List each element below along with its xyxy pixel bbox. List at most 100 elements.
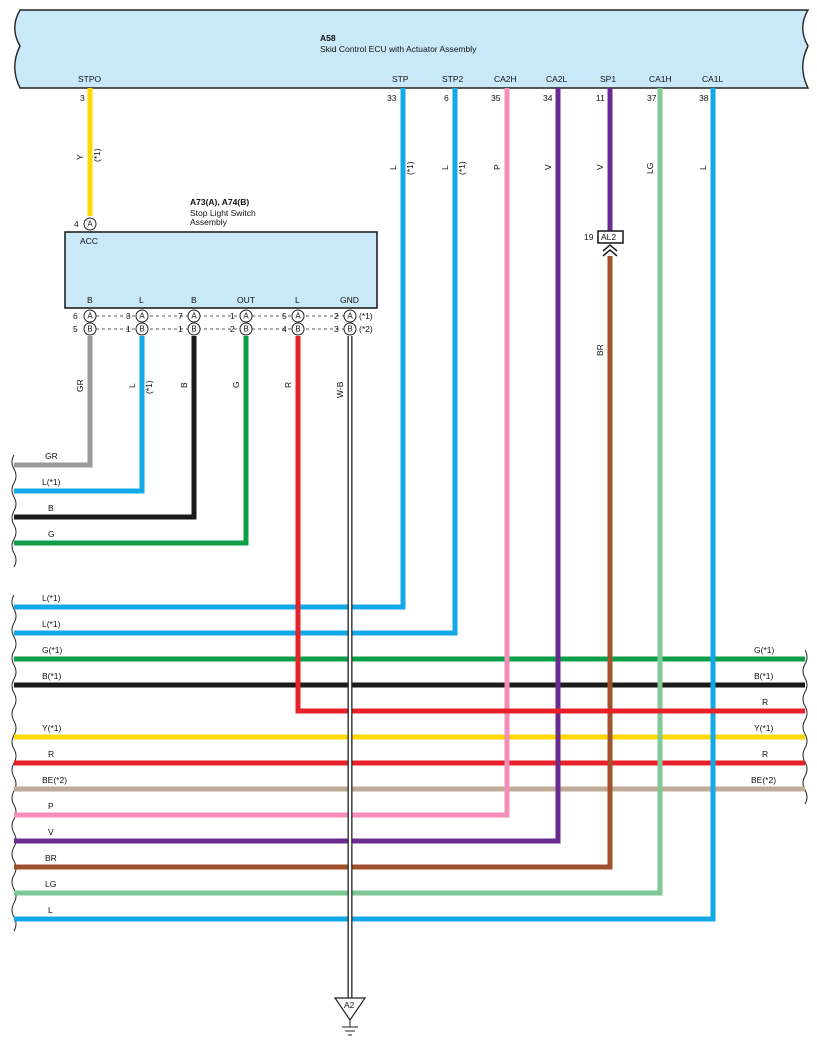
wire-stp [14, 88, 406, 610]
connector-a-3: A7 [178, 309, 201, 323]
wire-label-sw-r: R [283, 382, 293, 388]
bus-left-label-2: L(*1) [42, 619, 61, 629]
stop-light-switch: A73(A), A74(B) Stop Light Switch Assembl… [64, 197, 378, 309]
left-label-g: G [48, 529, 55, 539]
ecu-pin-label-ca1h: CA1H [649, 74, 672, 84]
switch-wires [14, 336, 805, 998]
switch-pin-label-b1: B [87, 295, 93, 305]
left-label-gr: GR [45, 451, 58, 461]
bus-left-label-10: V [48, 827, 54, 837]
svg-text:1: 1 [126, 324, 131, 334]
bus-right-label-6: Y(*1) [754, 723, 774, 733]
wire-label-stpo: Y [75, 154, 85, 160]
bus-right-label-7: R [762, 749, 768, 759]
switch-codes: A73(A), A74(B) [190, 197, 249, 207]
ecu-pin-number-stp2: 6 [444, 93, 449, 103]
svg-text:B: B [243, 325, 248, 334]
switch-pin-label-l2: L [295, 295, 300, 305]
bus-left-label-3: G(*1) [42, 645, 62, 655]
ground-code: A2 [344, 1000, 355, 1010]
bus-left-label-11: BR [45, 853, 57, 863]
wire-label-sw-l: L [127, 383, 137, 388]
al2-pin: 19 [584, 232, 594, 242]
svg-text:A: A [139, 312, 145, 321]
wire-sw-l [14, 336, 145, 494]
bus-right-label-4: B(*1) [754, 671, 774, 681]
wire-ca2h [14, 88, 510, 818]
svg-text:6: 6 [73, 311, 78, 321]
svg-text:5: 5 [73, 324, 78, 334]
wire-label-sw-gr: GR [75, 379, 85, 392]
svg-text:A: A [347, 312, 353, 321]
acc-pin-number: 4 [74, 219, 79, 229]
bus-left-label-12: LG [45, 879, 56, 889]
ecu-pin-number-sp1: 11 [596, 93, 605, 103]
connector-b-6: B3 [334, 322, 357, 336]
bus-left-label-8: BE(*2) [42, 775, 67, 785]
wire-sw-g [14, 336, 249, 546]
ecu-pin-number-stp: 33 [387, 93, 397, 103]
svg-text:7: 7 [178, 311, 183, 321]
svg-text:1: 1 [178, 324, 183, 334]
acc-connector: A 4 [74, 217, 97, 231]
connector-a-6: A2 [334, 309, 357, 323]
left-wire-labels: GR L(*1) B G [42, 451, 61, 539]
wire-label-sp1: V [595, 164, 605, 170]
ecu-pin-label-stp2: STP2 [442, 74, 464, 84]
vertical-wire-labels: Y (*1) L (*1) L (*1) P V V LG L BR GR L … [75, 148, 708, 398]
switch-name-line2: Assembly [190, 217, 228, 227]
bus-left-label-7: R [48, 749, 54, 759]
bus-left-label-13: L [48, 905, 53, 915]
connector-row-a: A6 A3 A7 A1 A5 A2 (*1) [73, 309, 373, 323]
wire-label-ca2h: P [492, 164, 502, 170]
wire-label-sw-wb: W-B [335, 381, 345, 398]
ecu-pin-label-sp1: SP1 [600, 74, 616, 84]
svg-text:B: B [87, 325, 92, 334]
ecu-name: Skid Control ECU with Actuator Assembly [320, 44, 477, 54]
wire-label-ca2l: V [543, 164, 553, 170]
wire-label-stp: L [388, 165, 398, 170]
svg-text:3: 3 [126, 311, 131, 321]
switch-acc-label: ACC [80, 236, 98, 246]
ecu-pin-label-ca2h: CA2H [494, 74, 517, 84]
ecu-wires [14, 88, 716, 922]
bus-left-label-4: B(*1) [42, 671, 62, 681]
svg-text:2: 2 [230, 324, 235, 334]
ground-a2: A2 [333, 997, 367, 1036]
right-harness-bracket [802, 649, 808, 805]
svg-text:B: B [295, 325, 300, 334]
wire-label-stp-note: (*1) [405, 161, 415, 175]
wire-al2-br [14, 256, 613, 870]
bus-right-label-5: R [762, 697, 768, 707]
left-label-b: B [48, 503, 54, 513]
wire-label-stp2: L [440, 165, 450, 170]
wire-stp2 [14, 88, 458, 636]
svg-text:B: B [139, 325, 144, 334]
wire-label-sw-g: G [231, 381, 241, 388]
bus-wire-labels: L(*1) L(*1) G(*1) B(*1) Y(*1) R BE(*2) P… [42, 593, 776, 915]
wire-label-al2-br: BR [595, 344, 605, 356]
switch-pin-label-l1: L [139, 295, 144, 305]
ecu-pin-label-stp: STP [392, 74, 409, 84]
ecu-pin-label-ca2l: CA2L [546, 74, 568, 84]
bus-left-label-1: L(*1) [42, 593, 61, 603]
left-label-l: L(*1) [42, 477, 61, 487]
connector-row-b: B5 B1 B1 B2 B4 B3 (*2) [73, 322, 373, 336]
svg-text:B: B [347, 325, 352, 334]
ecu-pin-number-ca2h: 35 [491, 93, 501, 103]
connector-a-5: A5 [282, 309, 305, 323]
switch-pin-label-b2: B [191, 295, 197, 305]
connector-b-note: (*2) [359, 324, 373, 334]
ecu-pin-number-ca1h: 37 [647, 93, 657, 103]
ecu-code: A58 [320, 33, 336, 43]
ecu-box: A58 Skid Control ECU with Actuator Assem… [14, 9, 810, 89]
svg-text:3: 3 [334, 324, 339, 334]
connector-b-3: B1 [178, 322, 201, 336]
bus-right-label-8: BE(*2) [751, 775, 776, 785]
switch-name-line1: Stop Light Switch [190, 208, 256, 218]
bus-wires [14, 656, 805, 792]
ecu-pin-label-stpo: STPO [78, 74, 102, 84]
wire-label-stpo-note: (*1) [92, 148, 102, 162]
acc-connector-letter: A [87, 220, 93, 229]
